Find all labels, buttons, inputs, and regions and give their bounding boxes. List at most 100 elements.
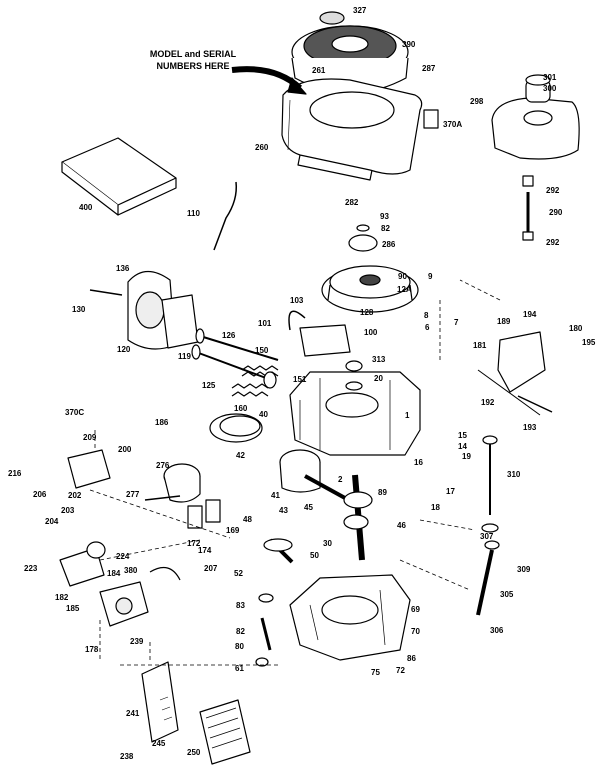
- gasket-part: [187, 505, 203, 529]
- decal-part: [423, 109, 439, 129]
- crankshaft-part: [343, 474, 373, 561]
- part-number-label: 286: [382, 240, 396, 249]
- part-number-label: 250: [187, 748, 201, 757]
- part-number-label: 189: [497, 317, 511, 326]
- clamp-part: [522, 231, 534, 241]
- muffler-part: [163, 463, 201, 503]
- cap-part: [319, 11, 345, 25]
- carburetor-body-part: [127, 270, 199, 350]
- part-number-label: 125: [202, 381, 216, 390]
- note-line-1: MODEL and SERIAL: [149, 49, 237, 59]
- carburetor-assembly-part: [99, 581, 149, 627]
- part-number-label: 239: [130, 637, 144, 646]
- connecting-rod-part: [304, 474, 346, 500]
- part-number-label: 80: [235, 642, 244, 651]
- part-number-label: 101: [258, 319, 272, 328]
- valve-spring-part: [231, 383, 269, 397]
- part-number-label: 276: [156, 461, 170, 470]
- part-number-label: 181: [473, 341, 487, 350]
- part-number-label: 119: [178, 352, 191, 361]
- part-number-label: 82: [236, 627, 245, 636]
- part-number-label: 292: [546, 238, 560, 247]
- part-number-label: 305: [500, 590, 514, 599]
- part-number-label: 224: [116, 552, 130, 561]
- air-filter-cover-part: [61, 137, 177, 216]
- part-number-label: 103: [290, 296, 304, 305]
- part-number-label: 52: [234, 569, 243, 578]
- part-number-label: 82: [381, 224, 390, 233]
- part-number-label: 182: [55, 593, 69, 602]
- part-number-label: 309: [517, 565, 531, 574]
- part-number-label: 209: [83, 433, 97, 442]
- part-number-label: 48: [243, 515, 252, 524]
- part-number-label: 8: [424, 311, 429, 320]
- part-number-label: 287: [422, 64, 436, 73]
- part-number-label: 72: [396, 666, 405, 675]
- part-number-label: 90: [398, 272, 407, 281]
- part-number-label: 45: [304, 503, 313, 512]
- part-number-label: 12A: [397, 285, 412, 294]
- part-number-label: 195: [582, 338, 596, 347]
- part-number-label: 16: [414, 458, 423, 467]
- ignition-coil-part: [299, 324, 351, 357]
- part-number-label: 151: [293, 375, 307, 384]
- part-number-label: 180: [569, 324, 583, 333]
- part-number-label: 128: [360, 308, 374, 317]
- part-number-label: 169: [226, 526, 240, 535]
- part-number-label: 241: [126, 709, 140, 718]
- cylinder-block-part: [289, 371, 421, 456]
- part-number-label: 93: [380, 212, 389, 221]
- part-number-label: 14: [458, 442, 467, 451]
- part-number-label: 310: [507, 470, 521, 479]
- part-number-label: 120: [117, 345, 131, 354]
- part-number-label: 245: [152, 739, 166, 748]
- valve-part: [199, 335, 279, 361]
- link-rod-part: [477, 369, 541, 416]
- arrow-head: [287, 77, 307, 95]
- note-line-2: NUMBERS HERE: [156, 61, 230, 71]
- part-number-label: 223: [24, 564, 38, 573]
- gasket-part: [205, 499, 221, 523]
- part-number-label: 370A: [443, 120, 463, 129]
- part-number-label: 327: [353, 6, 367, 15]
- part-number-label: 6: [425, 323, 430, 332]
- part-number-label: 19: [462, 452, 471, 461]
- part-number-label: 70: [411, 627, 420, 636]
- part-number-label: 110: [187, 209, 200, 218]
- part-number-label: 238: [120, 752, 134, 761]
- part-number-label: 194: [523, 310, 537, 319]
- part-number-label: 306: [490, 626, 504, 635]
- governor-shaft-part: [260, 617, 272, 651]
- part-number-label: 150: [255, 346, 269, 355]
- part-number-label: 300: [543, 84, 557, 93]
- control-bracket-part: [497, 331, 546, 393]
- part-number-label: 261: [312, 66, 326, 75]
- part-number-label: 61: [235, 664, 244, 673]
- part-number-label: 307: [480, 532, 494, 541]
- screw-part: [89, 289, 123, 296]
- part-number-label: 200: [118, 445, 132, 454]
- part-number-label: 7: [454, 318, 459, 327]
- part-number-label: 30: [323, 539, 332, 548]
- part-number-label: 301: [543, 73, 557, 82]
- part-number-label: 9: [428, 272, 433, 281]
- part-number-label: 40: [259, 410, 268, 419]
- dipstick-cap-part: [482, 435, 498, 445]
- part-number-label: 400: [79, 203, 93, 212]
- fuel-tank-part: [491, 74, 580, 160]
- part-number-label: 390: [402, 40, 416, 49]
- part-number-label: 202: [68, 491, 82, 500]
- part-number-label: 174: [198, 546, 212, 555]
- part-number-label: 216: [8, 469, 22, 478]
- part-number-label: 313: [372, 355, 386, 364]
- part-number-label: 370C: [65, 408, 85, 417]
- part-number-label: 277: [126, 490, 140, 499]
- part-number-label: 130: [72, 305, 86, 314]
- part-number-label: 1: [405, 411, 410, 420]
- part-number-label: 100: [364, 328, 378, 337]
- part-number-label: 89: [378, 488, 387, 497]
- air-cleaner-part: [199, 699, 251, 765]
- clamp-part: [522, 175, 534, 187]
- part-number-label: 42: [236, 451, 245, 460]
